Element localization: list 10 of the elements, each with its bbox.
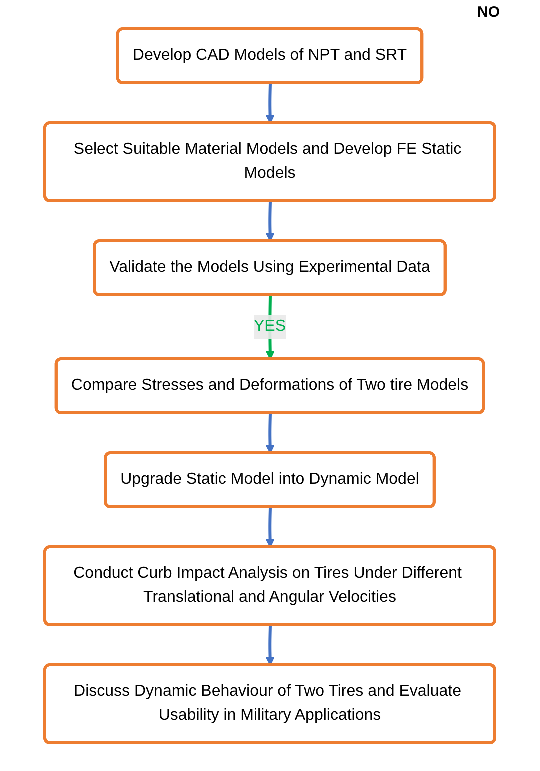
arrow: [266, 413, 275, 454]
node-text: Discuss Dynamic Behaviour of Two Tires and Evaluate Usability in Military Applications: [74, 683, 462, 724]
node-text: Conduct Curb Impact Analysis on Tires Under Different Translational and Angular Velocities: [74, 565, 462, 606]
edge-label: YES: [254, 318, 286, 335]
arrow: [266, 83, 275, 124]
arrow: [266, 201, 275, 242]
node-text: Select Suitable Material Models and Develop FE Static Models: [74, 141, 462, 182]
note-label: NO: [478, 4, 500, 21]
arrow: [266, 625, 275, 666]
arrow: [266, 507, 275, 548]
